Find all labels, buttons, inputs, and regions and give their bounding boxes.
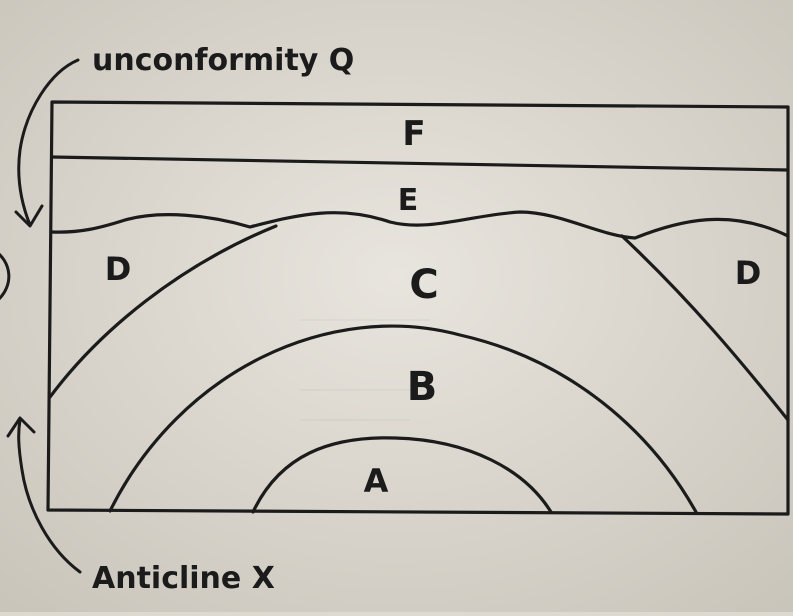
unconformity-arrow: [17, 58, 80, 227]
boundary-a-b: [251, 436, 553, 514]
layer-d-right-label: D: [735, 254, 762, 292]
anticline-arrowhead: [6, 416, 36, 438]
layer-c-label: C: [409, 262, 438, 308]
block-outline: [46, 100, 790, 516]
layer-d-left-label: D: [105, 250, 132, 288]
unconformity-label: unconformity Q: [92, 43, 354, 78]
edge-mark: [0, 252, 11, 301]
boundary-b-c: [108, 324, 698, 514]
layer-b-label: B: [407, 364, 438, 410]
anticline-arrow: [17, 418, 82, 574]
paper-ghost-marks: [300, 319, 430, 421]
unconformity-surface: [50, 210, 790, 240]
boundary-c-d-right: [620, 234, 790, 422]
boundary-f-e: [50, 155, 790, 172]
unconformity-arrowhead: [14, 204, 44, 228]
layer-f-label: F: [402, 114, 425, 154]
layer-a-label: A: [364, 462, 389, 500]
boundary-c-d-left: [48, 224, 278, 399]
anticline-label: Anticline X: [92, 561, 275, 596]
layer-e-label: E: [398, 183, 419, 218]
